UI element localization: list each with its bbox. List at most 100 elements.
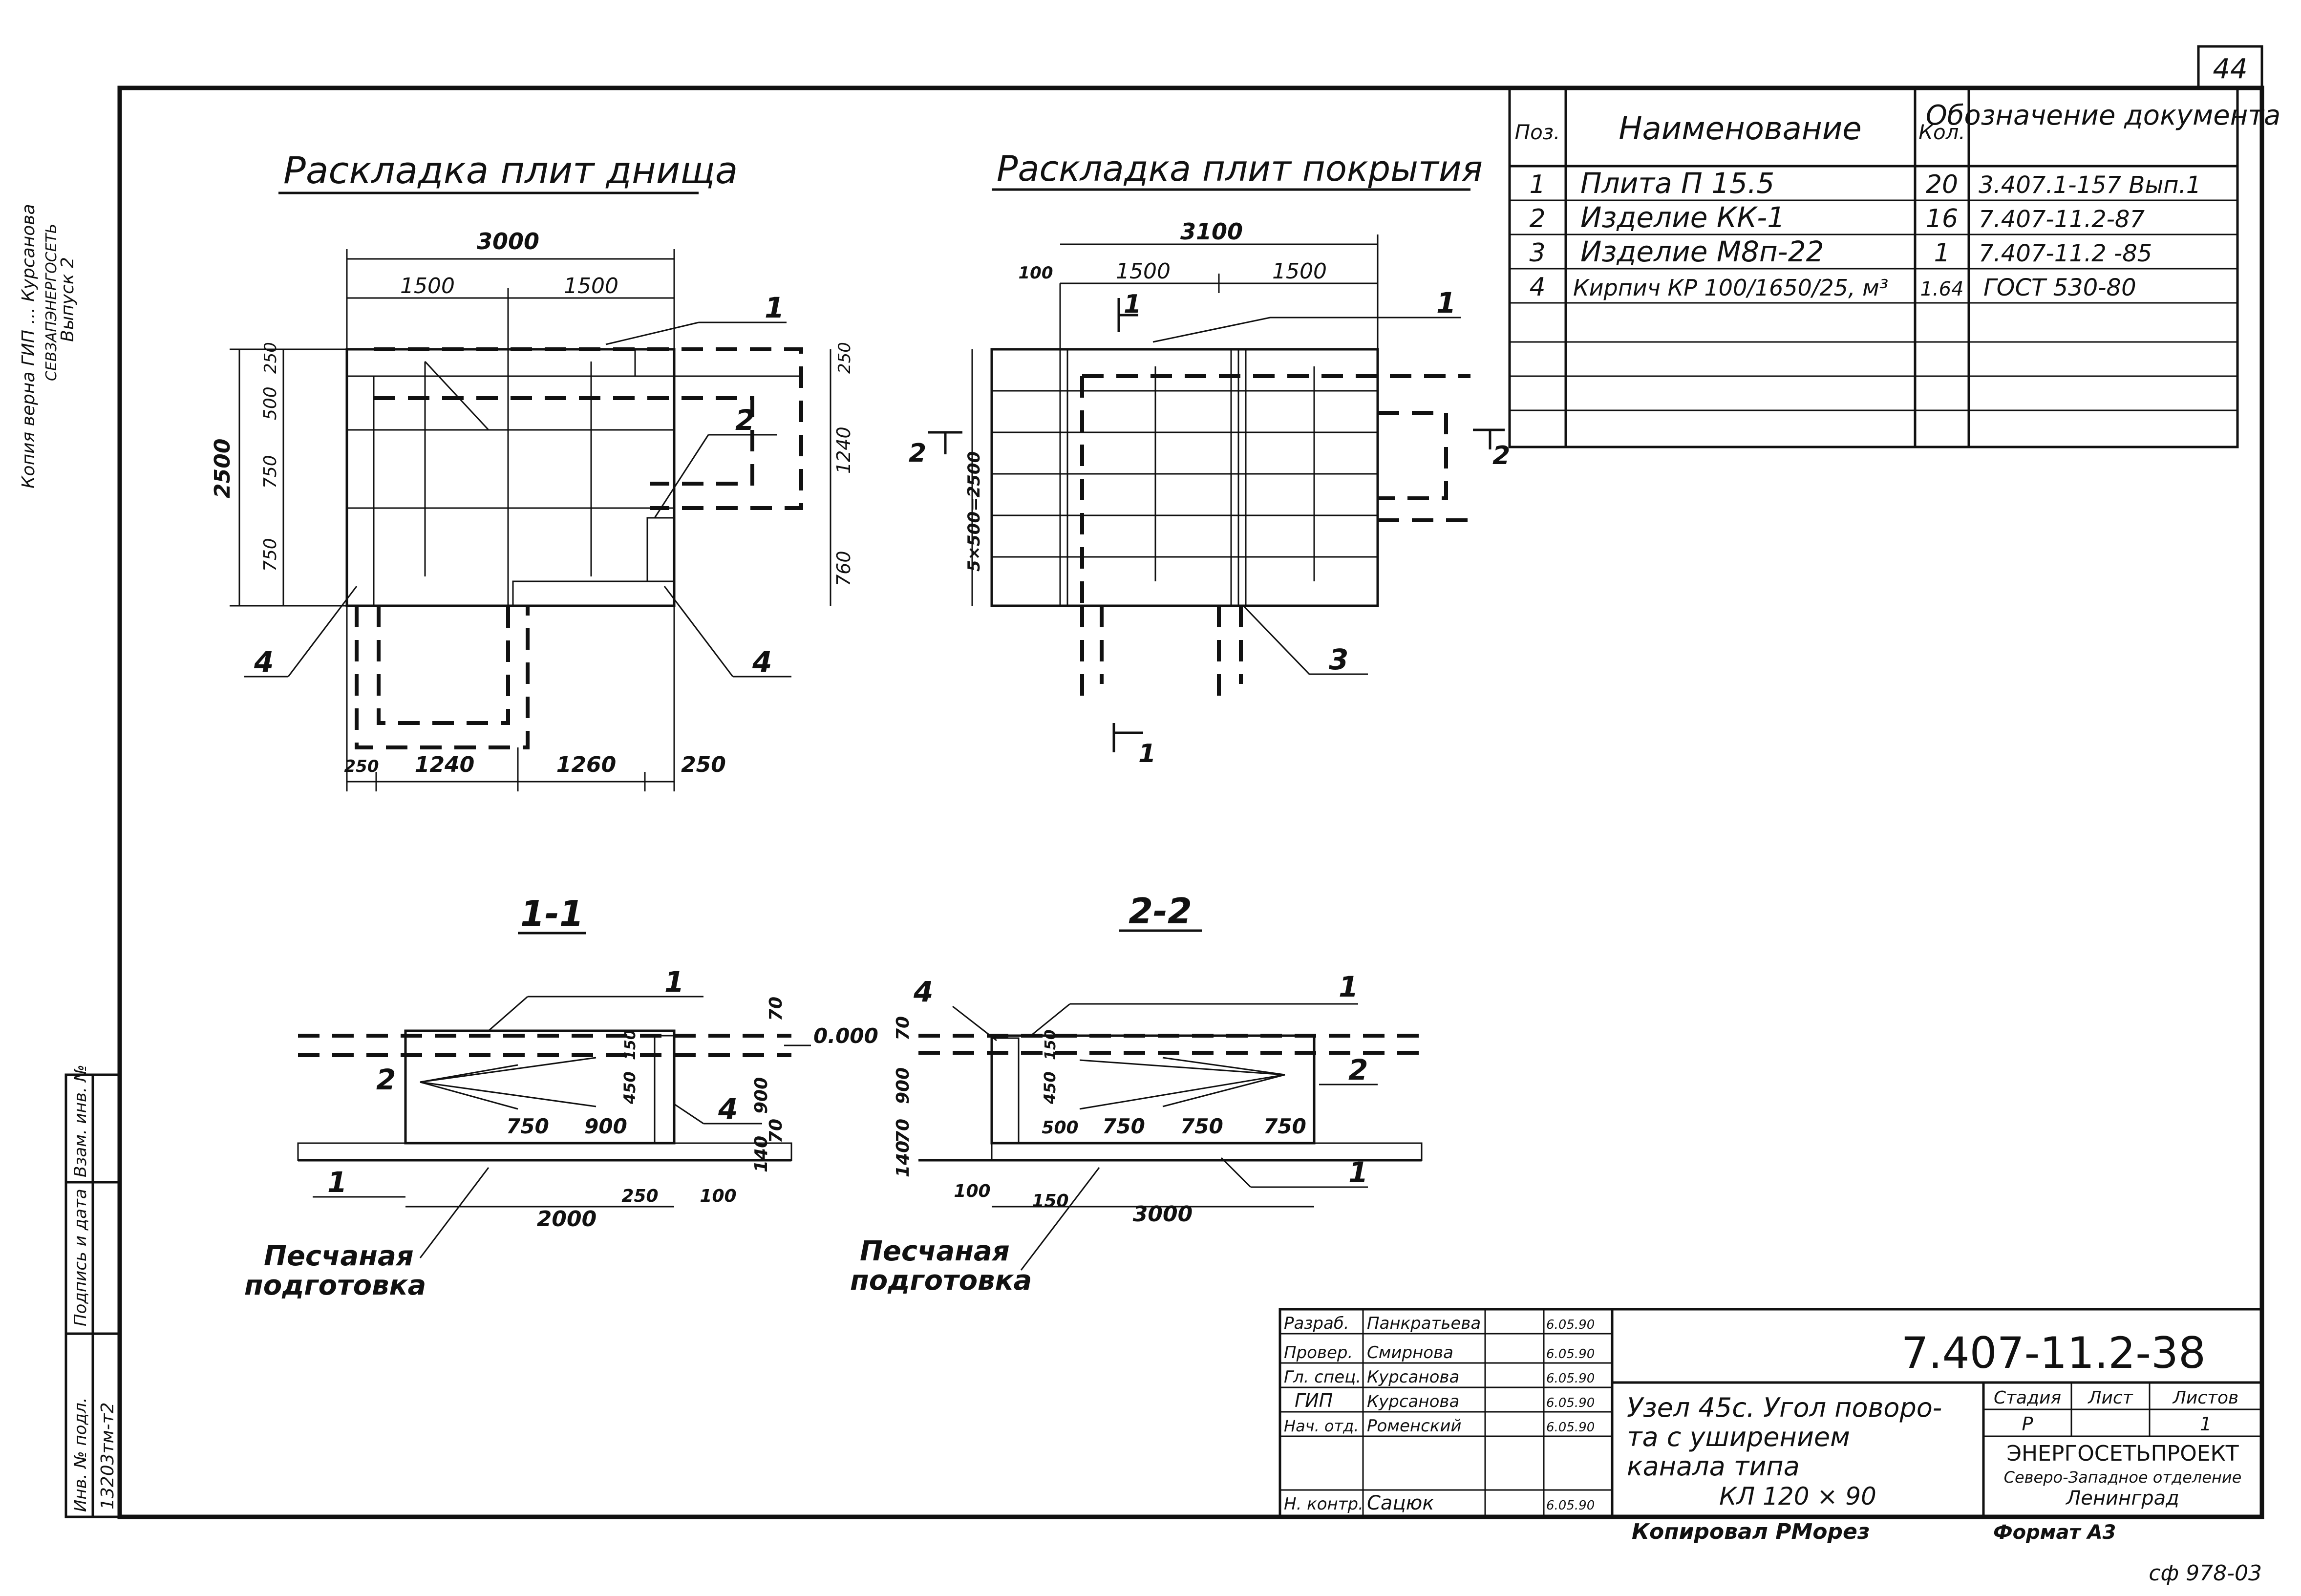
tb-role-5: Нач. отд. xyxy=(1284,1417,1359,1435)
spec-r3-qty: 1 xyxy=(1934,238,1950,268)
tb-role-2: Провер. xyxy=(1284,1343,1353,1362)
s2-dim-w2: 100 xyxy=(954,1181,990,1201)
replace-inv-label: Взам. инв. № xyxy=(71,1064,90,1177)
tb-sheets-header: Листов xyxy=(2172,1388,2238,1408)
s1-dim-b2: 900 xyxy=(584,1114,627,1138)
tb-date-1: 6.05.90 xyxy=(1546,1318,1595,1332)
spec-table: Поз. Наименование Кол. Обозначение докум… xyxy=(1508,86,2281,448)
section-2-2: 2-2 70 900 70 140 500 750 750 750 450 15… xyxy=(850,891,1423,1297)
signature-date-label: Подпись и дата xyxy=(71,1189,90,1326)
spec-header-name: Наименование xyxy=(1619,111,1861,147)
spec-r4-doc: ГОСТ 530-80 xyxy=(1983,274,2136,301)
s1-dim-w3: 100 xyxy=(700,1186,736,1206)
tb-role-3: Гл. спец. xyxy=(1284,1367,1361,1387)
stamp-line-3: Выпуск 2 xyxy=(58,257,78,342)
bottom-plan-title: Раскладка плит днища xyxy=(283,149,738,192)
spec-header-qty: Кол. xyxy=(1918,120,1965,144)
s1-dim-h1: 70 xyxy=(766,997,786,1021)
spec-r1-doc: 3.407.1-157 Вып.1 xyxy=(1979,171,2201,199)
s1-dim-v2: 150 xyxy=(622,1029,639,1060)
left-margin: Копия верна ГИП ... Курсанова СЕВЗАПЭНЕР… xyxy=(19,204,121,1518)
s1-level: 0.000 xyxy=(813,1024,878,1048)
brick-wall-left xyxy=(346,375,375,607)
section-1-1-title: 1-1 xyxy=(520,893,584,934)
s1-dim-h3: 70 xyxy=(766,1119,786,1143)
spec-header-doc: Обозначение документа xyxy=(1926,100,2281,131)
tb-date-3: 6.05.90 xyxy=(1546,1371,1595,1386)
tb-sheets-value: 1 xyxy=(2200,1413,2212,1435)
dim-left-3: 750 xyxy=(260,455,280,489)
s2-dim-w3: 150 xyxy=(1032,1191,1068,1211)
spec-r1-pos: 1 xyxy=(1529,170,1545,199)
section-mark-2-right: 2 xyxy=(1492,441,1510,470)
tb-name-1: Панкратьева xyxy=(1367,1314,1481,1333)
dim-left-4: 750 xyxy=(260,538,280,572)
s2-dim-b1: 500 xyxy=(1042,1118,1078,1138)
org-division: Северо-Западное отделение xyxy=(2004,1468,2242,1487)
stamp-line-2: СЕВЗАПЭНЕРГОСЕТЬ xyxy=(43,224,60,382)
tb-date-7: 6.05.90 xyxy=(1546,1498,1595,1513)
s2-dim-v: 450 xyxy=(1041,1071,1059,1105)
tb-date-4: 6.05.90 xyxy=(1546,1396,1595,1410)
section-mark-1-top: 1 xyxy=(1124,290,1141,319)
section-mark-2-left: 2 xyxy=(909,439,926,468)
dim-top-left: 1500 xyxy=(400,274,455,298)
s2-callout-2: 2 xyxy=(1348,1053,1368,1086)
spec-r2-doc: 7.407-11.2-87 xyxy=(1979,206,2145,233)
org-city: Ленинград xyxy=(2065,1487,2179,1510)
s1-callout-1b: 1 xyxy=(327,1166,347,1199)
s2-dim-b3: 750 xyxy=(1180,1114,1223,1138)
tb-title-line-2: та с уширением xyxy=(1627,1422,1850,1452)
tb-role-7: Н. контр. xyxy=(1284,1494,1364,1514)
tb-title-line-3: канала типа xyxy=(1627,1451,1800,1482)
spec-r2-qty: 16 xyxy=(1926,204,1958,234)
tb-sheet-header: Лист xyxy=(2087,1388,2133,1408)
s2-sand-label-2: подготовка xyxy=(850,1265,1032,1297)
s1-dim-h2: 900 xyxy=(751,1077,771,1114)
spec-r3-doc: 7.407-11.2 -85 xyxy=(1979,240,2152,267)
spec-r3-name: Изделие М8п-22 xyxy=(1580,235,1824,268)
sheet-frame: 44 xyxy=(117,45,2264,1519)
tb-title-line-4: КЛ 120 × 90 xyxy=(1719,1482,1876,1511)
tb-role-1: Разраб. xyxy=(1284,1314,1349,1333)
section-2-2-title: 2-2 xyxy=(1129,891,1192,932)
top-plan-view: Раскладка плит покрытия 3100 100 1500 15… xyxy=(909,148,1510,768)
bottom-code: сф 978-03 xyxy=(2149,1561,2262,1586)
s2-dim-h3: 70 xyxy=(893,1119,913,1143)
s1-callout-1: 1 xyxy=(664,965,684,999)
inv-number-label: Инв. № подл. xyxy=(71,1397,90,1512)
s2-sand-label-1: Песчаная xyxy=(860,1235,1010,1267)
tb-role-4: ГИП xyxy=(1295,1390,1333,1411)
dim-overall-3000: 3000 xyxy=(477,228,539,255)
spec-r4-qty: 1.64 xyxy=(1920,278,1963,300)
spec-r3-pos: 3 xyxy=(1529,238,1545,268)
brick-wall-right xyxy=(646,517,675,582)
sand-bed-1 xyxy=(297,1142,792,1161)
s1-dim-w2: 250 xyxy=(621,1186,658,1206)
title-block: Разраб. Панкратьева 6.05.90 Провер. Смир… xyxy=(1278,1308,2263,1544)
top-callout-3: 3 xyxy=(1329,643,1348,676)
top-plan-title: Раскладка плит покрытия xyxy=(997,148,1483,189)
spec-header-pos: Поз. xyxy=(1515,120,1560,144)
s2-dim-v2: 150 xyxy=(1042,1029,1059,1060)
s2-dim-b4: 750 xyxy=(1263,1114,1306,1138)
s1-dim-w: 2000 xyxy=(537,1207,597,1232)
tb-stage-header: Стадия xyxy=(1994,1388,2061,1408)
bottom-plan-view: Раскладка плит днища 3000 1500 1500 xyxy=(210,149,854,791)
top-callout-1: 1 xyxy=(1436,286,1456,319)
s1-sand-label-1: Песчаная xyxy=(264,1240,414,1272)
tb-title-line-1: Узел 45с. Угол поворо- xyxy=(1627,1392,1942,1423)
spec-r4-name: Кирпич КР 100/1650/25, м³ xyxy=(1573,275,1888,301)
inv-number-value: 13203тм-т2 xyxy=(98,1402,118,1510)
section-1-1: 1-1 70 900 70 140 0.000 750 900 450 150 … xyxy=(244,893,878,1301)
org-name: ЭНЕРГОСЕТЬПРОЕКТ xyxy=(2006,1441,2238,1466)
copy-note: Копировал РМорез xyxy=(1632,1519,1870,1544)
s2-dim-h1: 70 xyxy=(893,1016,913,1041)
stamp-line-1: Копия верна ГИП ... Курсанова xyxy=(19,204,39,489)
doc-code: 7.407-11.2-38 xyxy=(1901,1328,2206,1378)
spec-r1-qty: 20 xyxy=(1926,170,1958,199)
brick-wall-bottom xyxy=(512,580,675,607)
sheet-format: Формат А3 xyxy=(1993,1521,2116,1544)
s1-dim-v: 450 xyxy=(620,1071,639,1105)
section-mark-1-bottom: 1 xyxy=(1138,739,1156,768)
